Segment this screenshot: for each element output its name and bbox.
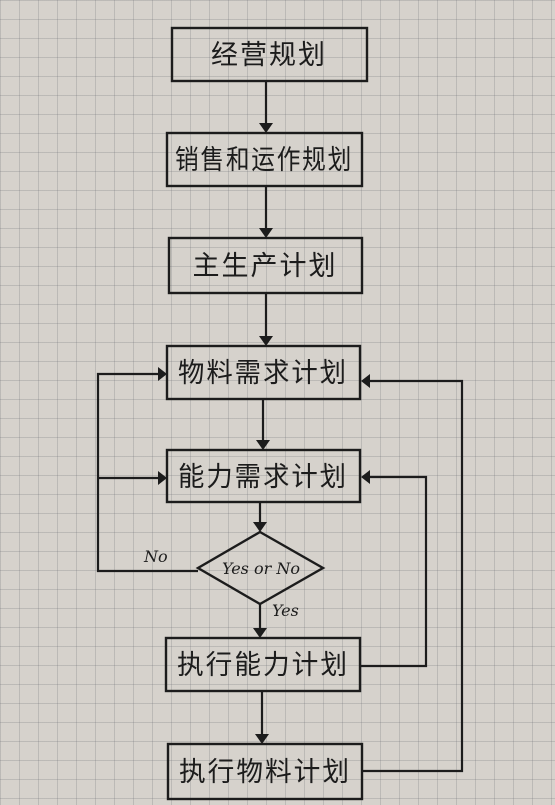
edge-label-yes: Yes — [272, 601, 299, 620]
arrow-mrp-to-crp — [256, 399, 270, 450]
node-material-requirements-planning-label: 物料需求计划 — [178, 358, 348, 389]
loop-execute-material-to-mrp — [361, 374, 464, 773]
node-decision-label: Yes or No — [222, 559, 300, 578]
node-decision: Yes or No — [195, 530, 326, 606]
node-material-requirements-planning: 物料需求计划 — [165, 344, 362, 401]
node-execute-capacity-plan-label: 执行能力计划 — [177, 650, 349, 681]
node-capacity-requirements-planning: 能力需求计划 — [165, 448, 362, 504]
node-execute-material-plan-label: 执行物料计划 — [179, 757, 351, 788]
edge-label-no: No — [143, 547, 168, 566]
arrow-crp-to-decision — [253, 502, 267, 532]
loop-no-feedback — [96, 367, 198, 573]
node-execute-capacity-plan: 执行能力计划 — [164, 636, 362, 693]
node-execute-material-plan: 执行物料计划 — [166, 742, 364, 801]
arrow-mps-to-mrp — [259, 293, 273, 346]
node-capacity-requirements-planning-label: 能力需求计划 — [178, 462, 348, 493]
arrow-business-to-sales — [259, 81, 273, 133]
node-sales-operations-planning-label: 销售和运作规划 — [175, 145, 353, 176]
node-business-planning: 经营规划 — [170, 26, 369, 83]
loop-execute-capacity-to-crp — [360, 470, 428, 668]
node-master-production-schedule: 主生产计划 — [167, 236, 364, 295]
arrow-decision-to-execute-capacity — [253, 604, 267, 638]
arrow-sales-to-mps — [259, 186, 273, 238]
arrow-execute-capacity-to-execute-material — [255, 691, 269, 744]
node-master-production-schedule-label: 主生产计划 — [193, 251, 338, 282]
node-business-planning-label: 经营规划 — [211, 40, 327, 71]
node-sales-operations-planning: 销售和运作规划 — [165, 131, 364, 188]
